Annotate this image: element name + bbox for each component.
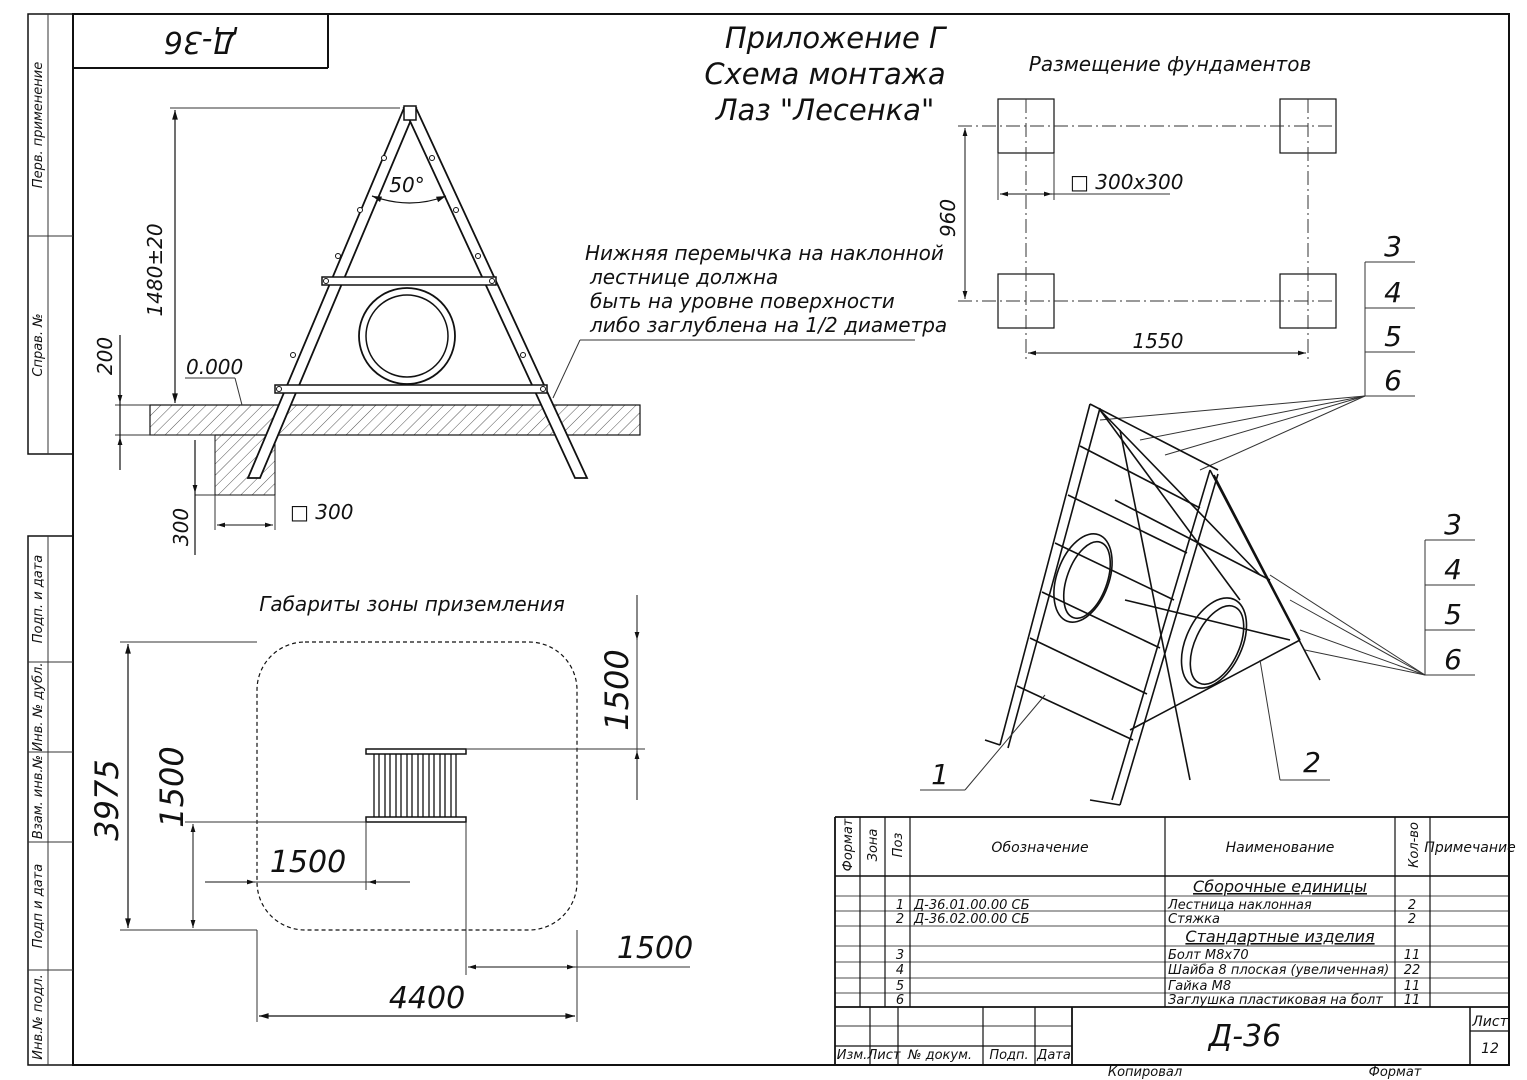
row-pos: 5 <box>896 979 904 994</box>
row-name: Шайба 8 плоская (увеличенная) <box>1168 963 1389 978</box>
foundation-plan <box>958 98 1337 360</box>
tb-col-sign: Подп. <box>989 1048 1028 1063</box>
foundations-size: □ 300x300 <box>1070 170 1183 194</box>
depth-300-label: 300 <box>169 508 193 546</box>
callout-stack-lower <box>1269 539 1475 676</box>
callout-upper-3: 5 <box>1384 320 1402 353</box>
title-block <box>835 1007 1509 1065</box>
sheet-title: Приложение Г Схема монтажа Лаз "Лесенка" <box>704 21 948 127</box>
row-qty: 2 <box>1408 898 1416 913</box>
dim-1550: 1550 <box>1133 329 1184 353</box>
tb-col-change: Изм. <box>837 1048 868 1063</box>
th-qty: Кол-во <box>1407 822 1422 868</box>
callout-upper-2: 4 <box>1384 276 1402 309</box>
side-label-4: Инв. № дубл. <box>31 663 46 752</box>
side-labels: Перв. применение Справ. № Подп. и дата И… <box>31 62 46 1060</box>
tb-col-date: Дата <box>1036 1048 1071 1063</box>
foundations-title: Размещение фундаментов <box>1029 52 1311 76</box>
callout-upper-1: 3 <box>1384 230 1402 263</box>
tb-col-sheet: Лист <box>867 1048 901 1063</box>
tb-code: Д-36 <box>1207 1019 1281 1054</box>
row-designation: Д-36.01.00.00 СБ <box>913 898 1030 913</box>
row-pos: 2 <box>896 912 904 927</box>
iso-leaders <box>920 659 1330 791</box>
isometric-view <box>984 403 1321 806</box>
note-line-1: Нижняя перемычка на наклонной <box>585 241 944 265</box>
angle-label: 50° <box>389 173 424 197</box>
title-line-1: Приложение Г <box>725 21 948 55</box>
row-qty: 2 <box>1408 912 1416 927</box>
front-view <box>115 105 915 555</box>
note-line-3: быть на уровне поверхности <box>590 289 895 313</box>
dim-3975: 3975 <box>88 759 126 840</box>
spec-table <box>834 816 1509 1065</box>
callout-lower-3: 5 <box>1444 598 1462 631</box>
row-qty: 11 <box>1404 993 1421 1008</box>
code-box-text: Д-36 <box>164 24 238 59</box>
row-name: Стяжка <box>1168 912 1220 927</box>
title-line-2: Схема монтажа <box>704 57 945 91</box>
note-line-2: лестнице должна <box>589 265 778 289</box>
side-label-2: Справ. № <box>31 313 46 376</box>
note-line-4: либо заглублена на 1/2 диаметра <box>589 313 947 337</box>
row-name: Болт М8х70 <box>1168 948 1249 963</box>
level-label: 0.000 <box>186 355 243 379</box>
row-qty: 22 <box>1404 963 1421 978</box>
sheet-frame <box>27 13 1510 1066</box>
spec-rows: 1 Д-36.01.00.00 СБ Лестница наклонная 2 … <box>896 898 1420 1008</box>
tb-sheet-number: 12 <box>1481 1041 1499 1057</box>
landing-zone-title: Габариты зоны приземления <box>259 592 565 616</box>
tb-sheet-label: Лист <box>1471 1014 1508 1030</box>
row-pos: 6 <box>896 993 904 1008</box>
callout-lower-1: 3 <box>1444 508 1462 541</box>
callout-part-2: 2 <box>1303 746 1321 779</box>
section-assembly: Сборочные единицы <box>1193 877 1367 896</box>
side-label-7: Инв.№ подл. <box>31 974 46 1060</box>
tb-col-doc: № докум. <box>907 1048 972 1063</box>
th-note: Примечание <box>1424 840 1515 856</box>
title-line-3: Лаз "Лесенка" <box>715 93 935 127</box>
row-pos: 1 <box>896 898 904 913</box>
dim-960: 960 <box>936 199 960 237</box>
dim-1500-left: 1500 <box>153 746 191 827</box>
row-qty: 11 <box>1404 948 1421 963</box>
row-designation: Д-36.02.00.00 СБ <box>913 912 1030 927</box>
side-label-6: Подп и дата <box>31 864 46 948</box>
dim-4400: 4400 <box>389 981 465 1016</box>
th-name: Наименование <box>1226 840 1335 856</box>
side-label-5: Взам. инв.№ <box>31 755 46 839</box>
row-qty: 11 <box>1404 979 1421 994</box>
section-standard: Стандартные изделия <box>1185 927 1375 946</box>
row-name: Лестница наклонная <box>1167 898 1312 913</box>
callout-lower-4: 6 <box>1444 643 1462 676</box>
height-label: 1480±20 <box>143 223 167 316</box>
row-name: Гайка М8 <box>1168 979 1231 994</box>
tb-format: Формат <box>1369 1065 1422 1080</box>
row-pos: 4 <box>896 963 904 978</box>
callout-lower-2: 4 <box>1444 553 1462 586</box>
dim-1500-mid: 1500 <box>270 845 346 880</box>
callout-part-1: 1 <box>931 758 949 791</box>
row-name: Заглушка пластиковая на болт <box>1168 993 1383 1008</box>
th-zone: Зона <box>866 829 881 862</box>
callout-stack-upper <box>1099 261 1415 471</box>
depth-200-label: 200 <box>93 337 117 375</box>
dim-1500-right: 1500 <box>598 649 636 730</box>
tb-copied: Копировал <box>1108 1065 1182 1080</box>
row-pos: 3 <box>896 948 904 963</box>
landing-zone <box>120 595 690 1022</box>
install-note: Нижняя перемычка на наклонной лестнице д… <box>585 241 947 337</box>
side-label-1: Перв. применение <box>31 62 46 188</box>
side-label-3: Подп. и дата <box>31 555 46 644</box>
th-pos: Поз <box>891 833 906 858</box>
th-designation: Обозначение <box>991 840 1088 856</box>
callout-upper-4: 6 <box>1384 364 1402 397</box>
foundation-size-label: □ 300 <box>290 500 353 524</box>
dim-1500-bottom: 1500 <box>617 931 693 966</box>
th-format: Формат <box>841 818 856 871</box>
